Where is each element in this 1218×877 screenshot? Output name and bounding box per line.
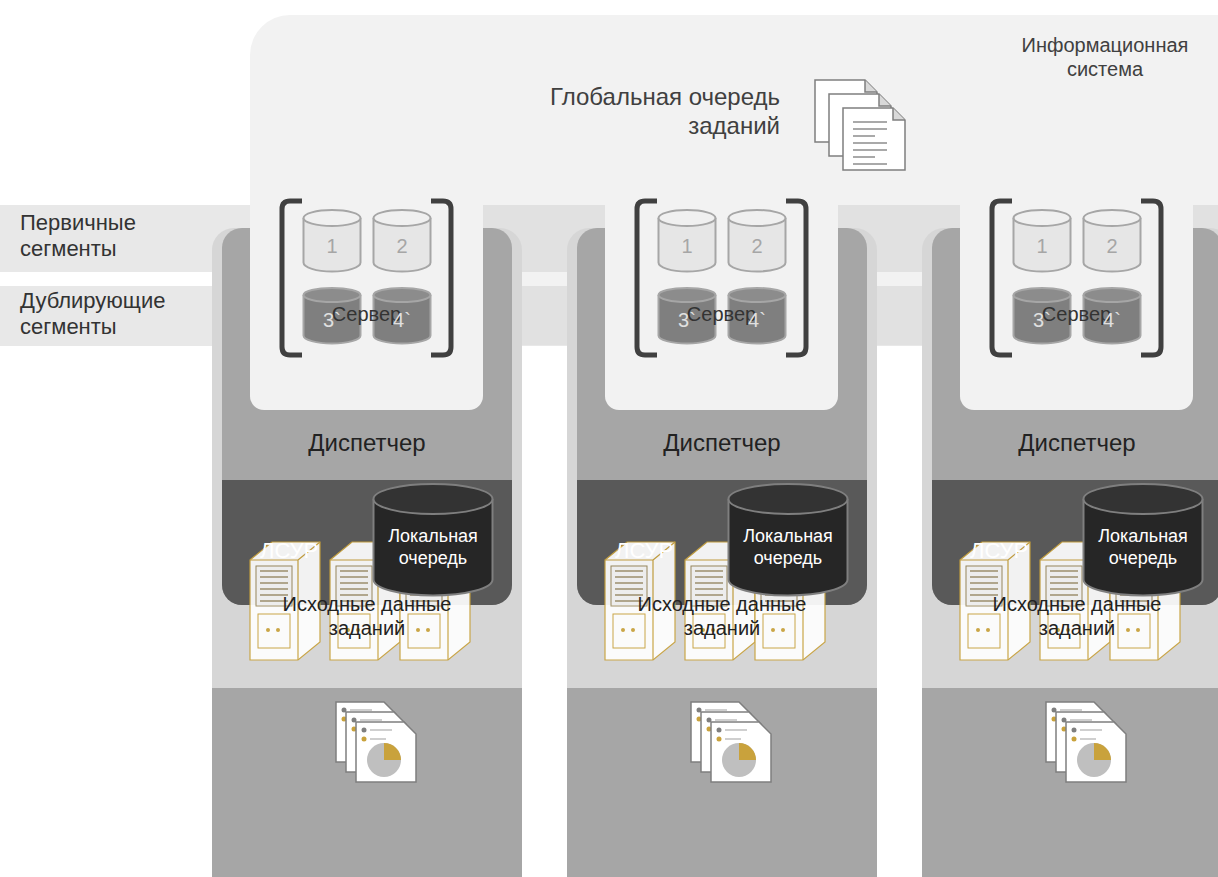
dispatcher-label: Диспетчер bbox=[577, 429, 867, 458]
primary-segment-label: 2 bbox=[376, 234, 428, 258]
data-label: Исходные данные заданий bbox=[257, 592, 477, 640]
data-icon bbox=[1046, 702, 1136, 792]
dispatcher-label: Диспетчер bbox=[932, 429, 1218, 458]
server-box: Сервер 12 3` 4` bbox=[960, 185, 1193, 410]
site-panel: Исходные данные заданий Диспетчер Сервер 12… bbox=[922, 228, 1218, 877]
server-label: Сервер bbox=[250, 302, 483, 326]
site-panel: Исходные данные заданий Диспетчер Сервер 12… bbox=[567, 228, 877, 877]
primary-segment: 1 bbox=[657, 209, 717, 273]
lrms-band: ЛСУР Локальная очередь bbox=[932, 480, 1218, 605]
server-box: Сервер 12 3` 4` bbox=[250, 185, 483, 410]
queue-label: Глобальная очередь заданий bbox=[540, 83, 780, 141]
band-label: Дублирующие сегменты bbox=[20, 288, 220, 341]
server-bracket bbox=[605, 185, 838, 375]
primary-segment: 2 bbox=[1082, 209, 1142, 273]
lrms-band: ЛСУР Локальная очередь bbox=[222, 480, 512, 605]
primary-segment-label: 1 bbox=[661, 234, 713, 258]
duplicate-segment: 4` bbox=[727, 287, 787, 345]
server-label: Сервер bbox=[960, 302, 1193, 326]
lrms-label: ЛСУР bbox=[260, 538, 350, 564]
lrms-label: ЛСУР bbox=[970, 538, 1060, 564]
data-icon bbox=[691, 702, 781, 792]
region-title: Информационная система bbox=[1010, 33, 1200, 81]
primary-segment-label: 2 bbox=[731, 234, 783, 258]
dispatcher-box: Диспетчер Сервер 12 3` 4` ЛСУР Локальная очере… bbox=[932, 228, 1218, 605]
duplicate-segment: 4` bbox=[1082, 287, 1142, 345]
dispatcher-box: Диспетчер Сервер 12 3` 4` ЛСУР Локальная очере… bbox=[577, 228, 867, 605]
primary-segment: 2 bbox=[372, 209, 432, 273]
duplicate-segment: 3` bbox=[657, 287, 717, 345]
data-label: Исходные данные заданий bbox=[612, 592, 832, 640]
site-panel: Исходные данные заданий Диспетчер Сервер 12… bbox=[212, 228, 522, 877]
primary-segment-label: 2 bbox=[1086, 234, 1138, 258]
duplicate-segment-label: 4` bbox=[376, 308, 428, 332]
primary-segment: 1 bbox=[302, 209, 362, 273]
local-queue: Локальная очередь bbox=[1082, 483, 1204, 597]
duplicate-segment: 3` bbox=[302, 287, 362, 345]
duplicate-segment-label: 4` bbox=[1086, 308, 1138, 332]
local-queue-label: Локальная очередь bbox=[1086, 526, 1200, 569]
primary-segment: 1 bbox=[1012, 209, 1072, 273]
dispatcher-label: Диспетчер bbox=[222, 429, 512, 458]
lrms-label: ЛСУР bbox=[615, 538, 705, 564]
duplicate-segment: 4` bbox=[372, 287, 432, 345]
server-bracket bbox=[250, 185, 483, 375]
duplicate-segment-label: 3` bbox=[661, 308, 713, 332]
local-queue: Локальная очередь bbox=[372, 483, 494, 597]
band-label: Первичные сегменты bbox=[20, 210, 210, 263]
data-label: Исходные данные заданий bbox=[967, 592, 1187, 640]
document-icon bbox=[815, 80, 907, 172]
dispatcher-box: Диспетчер Сервер 12 3` 4` ЛСУР Локальная очере… bbox=[222, 228, 512, 605]
duplicate-segment-label: 3` bbox=[306, 308, 358, 332]
server-label: Сервер bbox=[605, 302, 838, 326]
duplicate-segment-label: 3` bbox=[1016, 308, 1068, 332]
server-bracket bbox=[960, 185, 1193, 375]
primary-segment: 2 bbox=[727, 209, 787, 273]
primary-segment-label: 1 bbox=[1016, 234, 1068, 258]
local-queue-label: Локальная очередь bbox=[376, 526, 490, 569]
duplicate-segment-label: 4` bbox=[731, 308, 783, 332]
primary-segment-label: 1 bbox=[306, 234, 358, 258]
server-box: Сервер 12 3` 4` bbox=[605, 185, 838, 410]
data-icon bbox=[336, 702, 426, 792]
duplicate-segment: 3` bbox=[1012, 287, 1072, 345]
lrms-band: ЛСУР Локальная очередь bbox=[577, 480, 867, 605]
local-queue-label: Локальная очередь bbox=[731, 526, 845, 569]
local-queue: Локальная очередь bbox=[727, 483, 849, 597]
